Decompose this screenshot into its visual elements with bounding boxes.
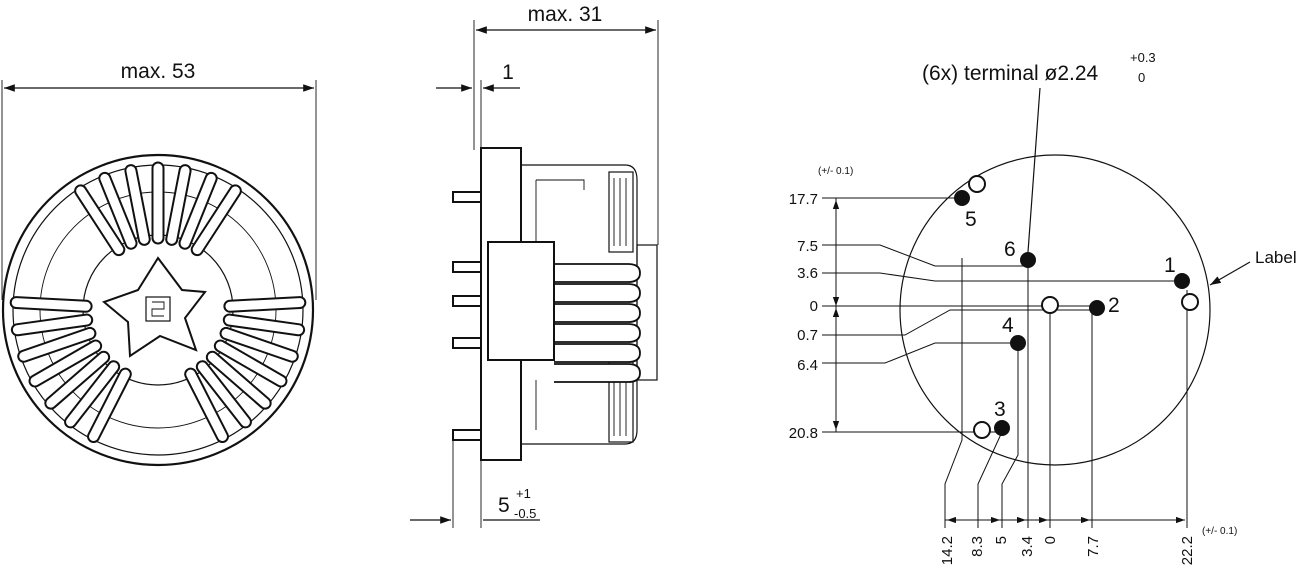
coil-side-top: [608, 171, 634, 253]
terminal-pin: [994, 420, 1010, 436]
winding-turn-fill: [30, 341, 101, 386]
y-tick: 0.7: [797, 327, 818, 344]
y-tick: 17.7: [789, 191, 818, 208]
flange-label: 1: [502, 61, 514, 84]
center-bracket: [102, 256, 207, 358]
pin-tol-minus: -0.5: [514, 506, 536, 521]
coil-side-hatch: [613, 178, 627, 436]
winding-turn-fill: [126, 166, 149, 244]
pin-stub: [452, 429, 482, 441]
y-leader-pin2: [822, 309, 1097, 336]
winding-turn-fill: [19, 328, 95, 361]
side-winding-loop: [554, 323, 641, 343]
x-tick: 22.2: [1179, 536, 1196, 565]
winding-turn-fill: [11, 298, 91, 311]
winding-turn-fill: [167, 166, 190, 244]
x-tick: 0: [1042, 536, 1059, 544]
side-winding-loop: [554, 303, 641, 323]
winding-turn-fill: [76, 186, 124, 255]
toroid-windings: [9, 161, 307, 444]
tolerance-vertical: (+/- 0.1): [818, 166, 853, 177]
pin-tol-plus: +1: [516, 486, 531, 501]
winding-turn-fill: [192, 186, 240, 255]
x-tick: 5: [993, 536, 1010, 544]
y-leader-pin6: [822, 244, 1028, 267]
winding-turn-fill: [186, 369, 227, 442]
pin-view: (6x) terminal ø2.24 +0.3 0 (+/- 0.1) (+/…: [789, 50, 1297, 565]
label-leader: [1209, 261, 1251, 286]
terminal-tol-plus: +0.3: [1130, 50, 1156, 65]
y-tick: 6.4: [797, 357, 818, 374]
x-tick: 8.3: [969, 536, 986, 557]
y-tick: 7.5: [797, 238, 818, 255]
winding-turn-fill: [89, 369, 130, 442]
manufacturer-logo-icon: [145, 296, 171, 322]
side-winding-loop: [554, 343, 641, 363]
terminal-pin: [1020, 252, 1036, 268]
pin-stub: [452, 295, 482, 307]
y-leader-pin4: [822, 342, 1018, 364]
pin-number: 2: [1108, 294, 1120, 317]
x-leader-pin3: [977, 431, 1003, 528]
terminal-pin: [1174, 273, 1190, 289]
front-view: max. 53: [1, 60, 317, 467]
logo-glyph: [151, 301, 165, 317]
winding-turn-fill: [100, 173, 136, 248]
winding-turn-fill: [225, 298, 305, 311]
y-leader-pin1: [822, 272, 1182, 282]
front-width-label: max. 53: [121, 60, 196, 83]
side-windings: [554, 263, 641, 383]
pin-stub: [452, 337, 482, 349]
terminal-label: (6x) terminal ø2.24: [922, 62, 1099, 85]
pin-number: 4: [1002, 314, 1014, 337]
pin-number: 3: [994, 398, 1006, 421]
winding-turn-fill: [66, 362, 119, 427]
pin-number: 5: [965, 208, 977, 231]
side-view: max. 31 1 5 +1 -0.5: [410, 3, 659, 528]
mounting-hole: [1181, 293, 1199, 311]
mounting-hole: [968, 175, 986, 193]
mounting-hole: [1041, 296, 1059, 314]
terminal-marks: [954, 175, 1199, 439]
terminal-tol-minus: 0: [1138, 70, 1145, 85]
winding-turn-fill: [224, 315, 304, 335]
x-leader-pin5: [944, 258, 963, 528]
pin-length-label: 5: [498, 494, 510, 517]
x-tick: 14.2: [939, 536, 956, 565]
pin-number: 6: [1004, 238, 1016, 261]
x-tick: 3.4: [1019, 536, 1036, 557]
x-leader-pin4: [1001, 343, 1019, 528]
side-winding-loop: [554, 283, 641, 303]
housing-detail: [535, 179, 585, 430]
terminal-pin: [1089, 300, 1105, 316]
terminal-pin: [1010, 335, 1026, 351]
x-tick: 7.7: [1085, 536, 1102, 557]
side-winding-loop: [554, 363, 641, 383]
tolerance-horizontal: (+/- 0.1): [1202, 526, 1237, 537]
side-depth-label: max. 31: [528, 3, 603, 26]
mounting-hole: [973, 421, 991, 439]
pin-stub: [452, 191, 482, 203]
terminal-leader: [1027, 87, 1041, 253]
winding-turn-fill: [215, 341, 286, 386]
y-tick: 20.8: [789, 425, 818, 442]
y-tick: 0: [810, 298, 818, 315]
housing-outer-ring: [1, 153, 315, 467]
winding-turn-fill: [46, 352, 109, 408]
label-plate: [487, 241, 555, 361]
side-winding-loop: [554, 263, 641, 283]
winding-turn-fill: [197, 362, 250, 427]
winding-turn-fill: [12, 315, 92, 335]
pin-stub: [452, 261, 482, 273]
y-tick: 3.6: [797, 265, 818, 282]
terminal-pin: [954, 190, 970, 206]
winding-turn-fill: [180, 173, 216, 248]
housing-outline: [899, 154, 1211, 466]
label-callout: Label: [1255, 248, 1297, 267]
pin-dimensions: [822, 197, 1188, 528]
pin-number: 1: [1164, 254, 1176, 277]
winding-turn-fill: [221, 328, 297, 361]
winding-turn-fill: [207, 352, 270, 408]
